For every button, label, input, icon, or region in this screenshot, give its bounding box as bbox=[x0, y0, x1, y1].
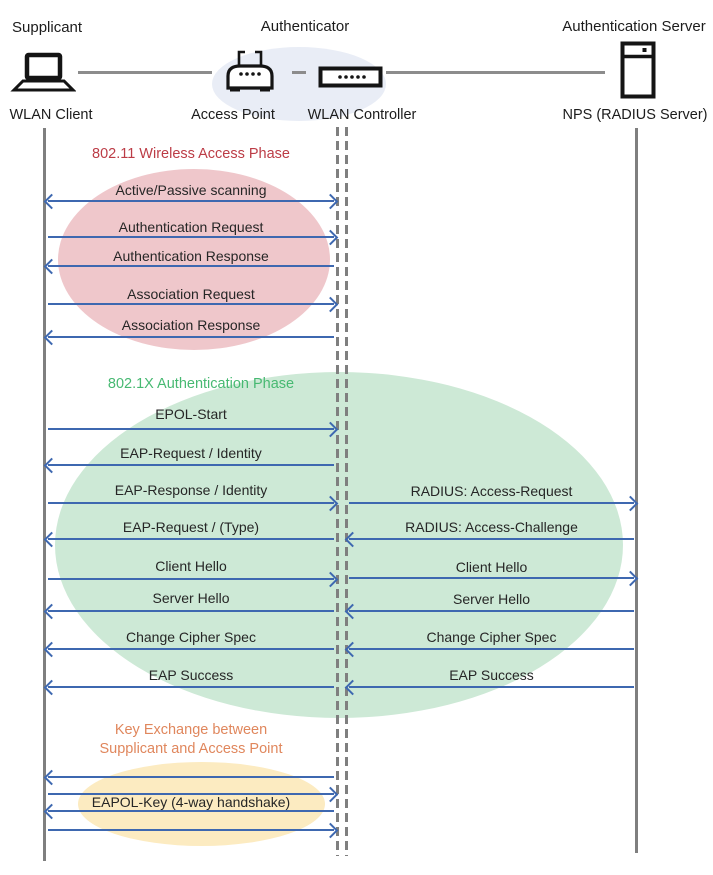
arrow-server-hello-right bbox=[344, 604, 634, 620]
server-icon bbox=[620, 41, 656, 99]
arrow-eap-success-right bbox=[344, 680, 634, 696]
arrow-eap-success-left bbox=[43, 680, 334, 696]
role-authentication-server: Authentication Server bbox=[562, 18, 706, 35]
arrow-eapol-key-3 bbox=[43, 804, 334, 820]
connector-ap-controller bbox=[292, 71, 306, 74]
phase-title-key-exchange-line1: Key Exchange between bbox=[114, 722, 268, 738]
lifeline-authenticator-2 bbox=[345, 127, 348, 856]
message-label-eap-success-left: EAP Success bbox=[148, 667, 234, 683]
message-label-active-passive-scanning: Active/Passive scanning bbox=[115, 182, 267, 198]
message-label-server-hello-left: Server Hello bbox=[152, 590, 230, 606]
arrow-radius-access-challenge bbox=[344, 532, 634, 548]
access-point-icon bbox=[226, 50, 274, 92]
arrow-epol-start bbox=[48, 422, 339, 438]
wlan-controller-icon bbox=[318, 66, 383, 88]
arrow-association-response bbox=[43, 330, 334, 346]
wireless-access-phase-ellipse bbox=[58, 169, 330, 350]
node-label-access-point: Access Point bbox=[191, 107, 275, 123]
arrow-change-cipher-spec-left bbox=[43, 642, 334, 658]
message-label-eap-response-identity: EAP-Response / Identity bbox=[114, 482, 268, 498]
laptop-icon bbox=[10, 52, 76, 92]
lifeline-authenticator-1 bbox=[336, 127, 339, 856]
lifeline-wlan-client bbox=[43, 128, 46, 861]
node-label-nps: NPS (RADIUS Server) bbox=[562, 107, 708, 123]
message-label-radius-access-request: RADIUS: Access-Request bbox=[410, 483, 573, 499]
message-label-client-hello-left: Client Hello bbox=[155, 558, 227, 574]
node-label-wlan-client: WLAN Client bbox=[9, 107, 93, 123]
phase-title-authentication: 802.1X Authentication Phase bbox=[107, 376, 295, 392]
message-label-eap-request-type: EAP-Request / (Type) bbox=[122, 519, 260, 535]
arrow-radius-access-request bbox=[349, 496, 639, 512]
message-label-association-request: Association Request bbox=[127, 286, 255, 302]
arrow-eapol-key-1 bbox=[43, 770, 334, 786]
message-label-association-response: Association Response bbox=[121, 317, 261, 333]
arrow-client-hello-right bbox=[349, 571, 639, 587]
message-label-change-cipher-spec-left: Change Cipher Spec bbox=[126, 629, 256, 645]
arrow-server-hello-left bbox=[43, 604, 334, 620]
arrow-authentication-request bbox=[48, 230, 339, 246]
connector-controller-server bbox=[386, 71, 605, 74]
message-label-radius-access-challenge: RADIUS: Access-Challenge bbox=[405, 519, 578, 535]
phase-title-wireless-access: 802.11 Wireless Access Phase bbox=[92, 146, 290, 162]
lifeline-radius-server bbox=[635, 128, 638, 853]
message-label-change-cipher-spec-right: Change Cipher Spec bbox=[426, 629, 557, 645]
message-label-eapol-key: EAPOL-Key (4-way handshake) bbox=[91, 794, 291, 810]
arrow-eap-request-type bbox=[43, 532, 334, 548]
message-label-authentication-request: Authentication Request bbox=[118, 219, 264, 235]
arrow-active-passive-scanning bbox=[43, 194, 339, 210]
arrow-association-request bbox=[48, 297, 339, 313]
arrow-eapol-key-4 bbox=[48, 823, 339, 839]
message-label-client-hello-right: Client Hello bbox=[455, 559, 528, 575]
arrow-change-cipher-spec-right bbox=[344, 642, 634, 658]
connector-client-ap bbox=[78, 71, 212, 74]
arrow-eap-request-identity bbox=[43, 458, 334, 474]
node-label-wlan-controller: WLAN Controller bbox=[307, 107, 417, 123]
phase-title-key-exchange-line2: Supplicant and Access Point bbox=[99, 741, 283, 757]
arrow-client-hello-left bbox=[48, 572, 339, 588]
message-label-server-hello-right: Server Hello bbox=[452, 591, 531, 607]
message-label-epol-start: EPOL-Start bbox=[155, 406, 227, 422]
message-label-eap-success-right: EAP Success bbox=[449, 667, 534, 683]
message-label-authentication-response: Authentication Response bbox=[113, 248, 269, 264]
role-authenticator: Authenticator bbox=[260, 18, 350, 35]
arrow-eapol-key-2 bbox=[48, 787, 339, 803]
role-supplicant: Supplicant bbox=[12, 19, 83, 36]
message-label-eap-request-identity: EAP-Request / Identity bbox=[120, 445, 262, 461]
arrow-authentication-response bbox=[43, 259, 334, 275]
arrow-eap-response-identity bbox=[48, 496, 339, 512]
